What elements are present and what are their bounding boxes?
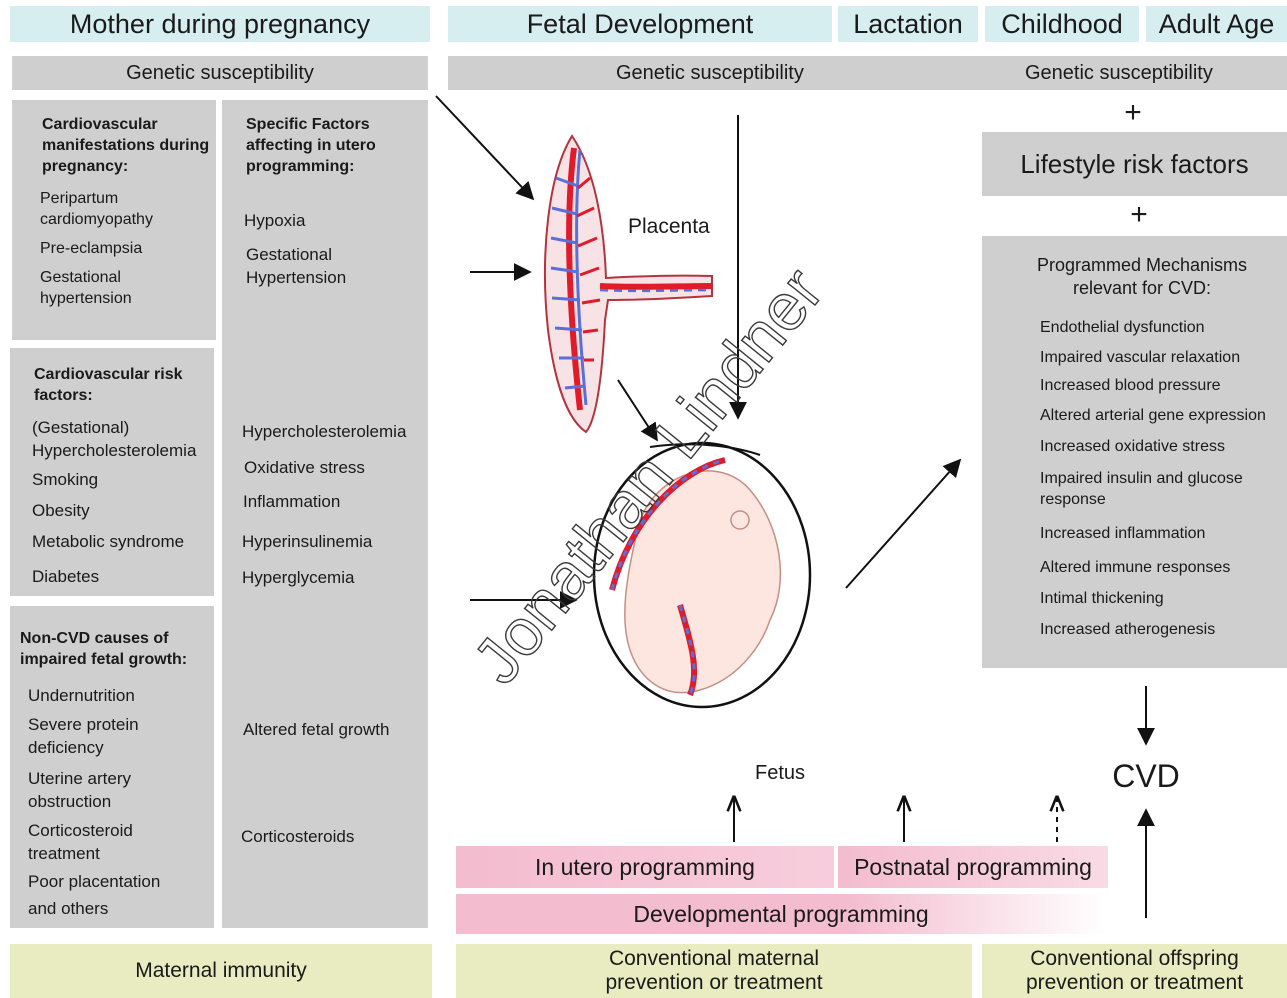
arrow — [436, 96, 533, 199]
arrow — [846, 460, 960, 588]
